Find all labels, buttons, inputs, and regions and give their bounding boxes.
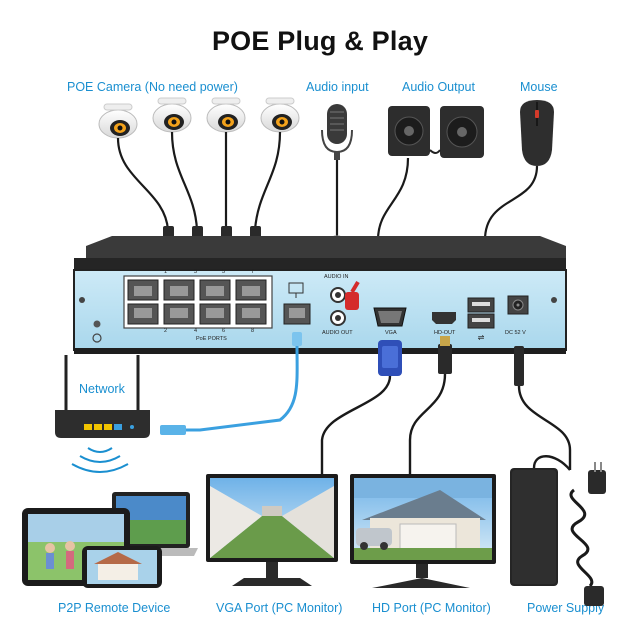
svg-text:⇌: ⇌: [478, 333, 485, 342]
audio-in-label: AUDIO IN: [324, 274, 348, 280]
vga-port-text: VGA: [385, 330, 397, 336]
port-number-1: 1: [164, 269, 167, 275]
wifi-waves-icon: [72, 448, 128, 472]
power-adapter-icon: [510, 456, 606, 606]
vga-port: [374, 308, 406, 326]
camera-4-icon: [261, 98, 299, 132]
port-number-4: 4: [194, 328, 197, 334]
hd-monitor-icon: [350, 474, 496, 588]
port-number-2: 2: [164, 328, 167, 334]
camera-1-icon: [99, 104, 137, 138]
mouse-icon: [520, 100, 554, 166]
port-number-6: 6: [222, 328, 225, 334]
port-number-8: 8: [251, 328, 254, 334]
camera-3-icon: [207, 98, 245, 132]
port-number-5: 5: [222, 269, 225, 275]
microphone-icon: [322, 104, 352, 160]
port-number-7: 7: [251, 269, 254, 275]
port-number-3: 3: [194, 269, 197, 275]
poe-ports-label: PoE PORTS: [196, 336, 227, 342]
dc-jack: [508, 296, 528, 314]
poe-ports-block: [124, 276, 272, 328]
camera-cables: [118, 132, 280, 230]
dc-label: DC 52 V: [505, 330, 526, 336]
audio-out-label: AUDIO OUT: [322, 330, 353, 336]
camera-2-icon: [153, 98, 191, 132]
phone-icon: [82, 546, 162, 588]
vga-monitor-icon: [206, 474, 338, 586]
speakers-icon: [388, 106, 484, 158]
hdmi-port: [432, 312, 456, 324]
router-icon: [55, 355, 150, 438]
hd-out-text: HD-OUT: [434, 330, 455, 336]
